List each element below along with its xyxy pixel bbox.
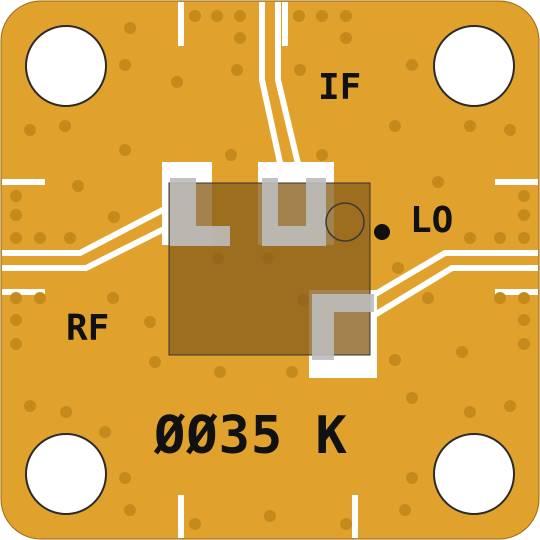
rf-port-label: RF (66, 308, 110, 349)
vias (10, 10, 530, 530)
bond-pads (170, 178, 374, 360)
part-marking: ØØ35 K (154, 406, 348, 466)
mounting-hole-bottom-right (433, 433, 515, 515)
if-port-label: IF (318, 67, 362, 108)
lo-dot-icon (374, 224, 390, 240)
mounting-hole-top-right (433, 25, 515, 107)
mounting-hole-bottom-left (25, 433, 107, 515)
rf-trace (2, 199, 192, 271)
mounting-hole-top-left (25, 25, 107, 107)
pin1-circle (325, 202, 365, 242)
mounting-holes (25, 25, 515, 515)
lo-port-label: LO (410, 200, 454, 241)
if-trace (259, 2, 303, 173)
